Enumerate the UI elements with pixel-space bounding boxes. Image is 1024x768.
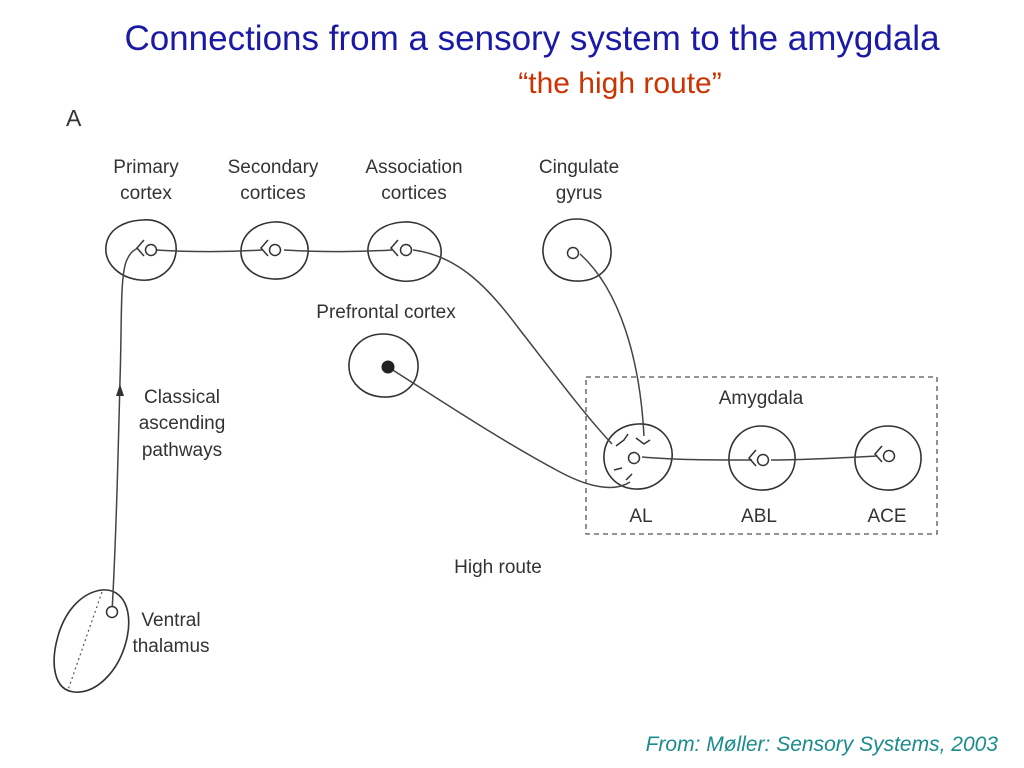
secondary-to-association-fiber [283, 249, 393, 253]
ventral-thalamus-node [53, 589, 130, 693]
cingulate-soma [566, 246, 580, 260]
association-cortex-soma [390, 239, 413, 257]
svg-text:pathways: pathways [142, 440, 222, 461]
panel-label: A [66, 105, 82, 131]
svg-text:ascending: ascending [139, 413, 226, 434]
primary-to-secondary-fiber [155, 249, 263, 253]
label-abl: ABL [741, 506, 777, 527]
label-ventral-thalamus: Ventral thalamus [132, 610, 209, 657]
svg-text:cortex: cortex [120, 183, 172, 204]
label-cingulate-gyrus: Cingulate gyrus [539, 157, 619, 204]
svg-text:Secondary: Secondary [228, 157, 319, 178]
secondary-cortex-soma [260, 239, 282, 257]
svg-text:Association: Association [365, 157, 462, 178]
thalamus-dotted-line [67, 591, 103, 691]
slide-title: Connections from a sensory system to the… [124, 19, 940, 58]
svg-text:Cingulate: Cingulate [539, 157, 619, 178]
label-primary-cortex: Primary cortex [113, 157, 179, 204]
ascending-arrow-icon [116, 384, 124, 396]
svg-text:Primary: Primary [113, 157, 179, 178]
svg-text:gyrus: gyrus [556, 183, 602, 204]
svg-text:thalamus: thalamus [132, 636, 209, 657]
label-high-route: High route [454, 557, 542, 578]
secondary-cortex-node [240, 221, 309, 280]
label-ace: ACE [867, 506, 906, 527]
label-al: AL [629, 506, 652, 527]
label-prefrontal-cortex: Prefrontal cortex [316, 302, 456, 323]
association-to-al-fiber [412, 249, 613, 445]
label-association-cortices: Association cortices [365, 157, 462, 204]
prefrontal-cortex-node [348, 333, 419, 398]
al-node [603, 423, 673, 490]
svg-text:Ventral: Ventral [141, 610, 200, 631]
ace-node [854, 425, 922, 491]
thalamus-soma [105, 605, 119, 619]
prefrontal-soma [381, 360, 395, 374]
svg-text:cortices: cortices [381, 183, 446, 204]
ace-soma [874, 445, 896, 463]
svg-text:cortices: cortices [240, 183, 305, 204]
abl-to-ace-fiber [770, 455, 878, 461]
cingulate-gyrus-node [542, 218, 612, 282]
primary-cortex-soma [136, 239, 158, 257]
association-cortex-node [367, 221, 442, 282]
al-soma [613, 433, 651, 481]
label-classical-pathways: Classical ascending pathways [139, 387, 226, 461]
amygdala-box [585, 376, 938, 535]
label-secondary-cortices: Secondary cortices [228, 157, 319, 204]
slide-subtitle: “the high route” [518, 67, 722, 100]
ascending-pathway-fiber [111, 247, 139, 613]
al-to-abl-fiber [641, 456, 753, 461]
svg-text:Classical: Classical [144, 387, 220, 408]
abl-node [728, 425, 796, 491]
abl-soma [748, 449, 770, 467]
prefrontal-to-al-fiber [387, 366, 631, 489]
primary-cortex-node [105, 219, 177, 281]
cingulate-to-al-fiber [579, 253, 645, 437]
citation: From: Møller: Sensory Systems, 2003 [645, 733, 998, 756]
label-amygdala: Amygdala [719, 388, 804, 409]
